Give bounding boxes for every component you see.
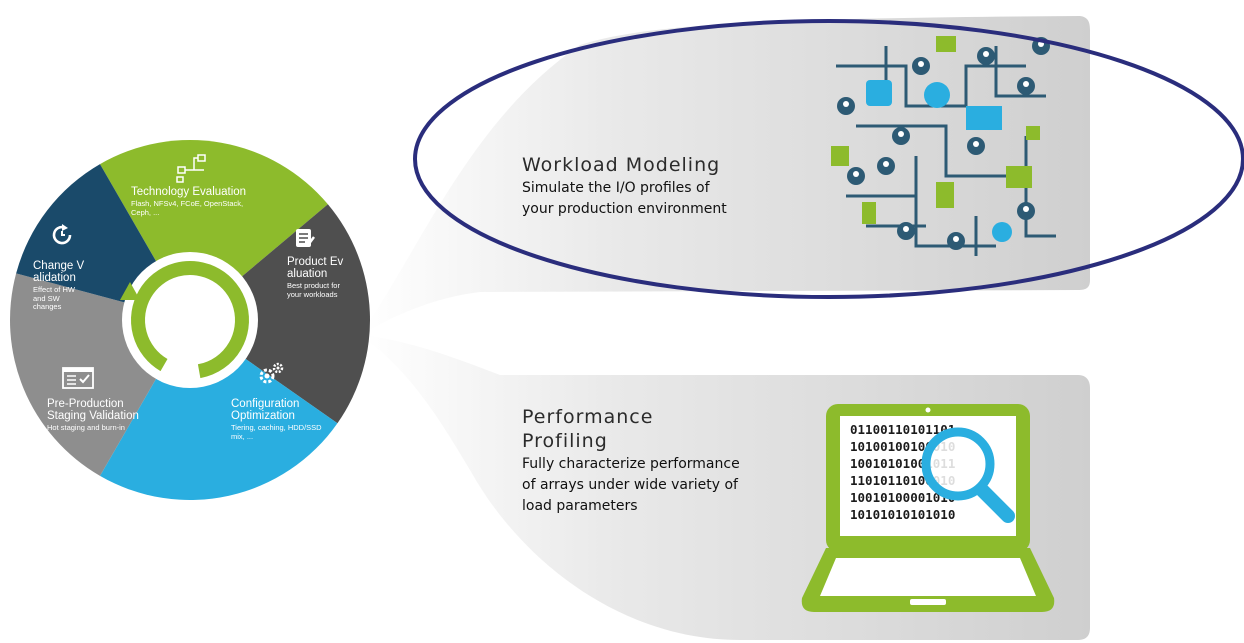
binary-line: 10101010101010 — [850, 507, 955, 522]
tablet-icon — [936, 182, 954, 208]
monitor-icon — [936, 36, 956, 52]
panel-performance-profiling: Performance Profiling Fully characterize… — [522, 406, 822, 517]
wheel-segment-technology-evaluation[interactable] — [100, 140, 328, 320]
panel-title: Performance — [522, 406, 654, 428]
person-head — [953, 236, 959, 242]
panel-workload-modeling: Workload Modeling Simulate the I/O profi… — [522, 154, 822, 220]
segment-description: Tiering, caching, HDD/SSD mix, ... — [231, 423, 322, 441]
person-head — [853, 171, 859, 177]
segment-title: Technology Evaluation — [131, 186, 247, 198]
network-nodes-icon — [176, 154, 206, 183]
wheel-segment-configuration-optimization[interactable] — [100, 320, 338, 500]
segment-title: Pre-Production Staging Validation — [47, 398, 139, 423]
segment-product-evaluation[interactable]: Product Evaluation Best product for your… — [287, 256, 347, 299]
gears-icon — [259, 362, 284, 384]
binary-line: 10010100001010 — [850, 490, 955, 505]
segment-change-validation[interactable]: Change Validation Effect of HW and SW ch… — [33, 260, 85, 312]
segment-pre-production-staging-validation[interactable]: Pre-Production Staging Validation Hot st… — [47, 398, 177, 433]
checklist-document-icon — [296, 229, 315, 247]
connected-network-illustration — [831, 36, 1056, 256]
laptop-icon — [966, 106, 1002, 130]
mobile-icon — [862, 202, 876, 224]
segment-configuration-optimization[interactable]: Configuration Optimization Tiering, cach… — [231, 398, 326, 441]
person-head — [843, 101, 849, 107]
segment-description: Best product for your workloads — [287, 281, 340, 299]
laptop-binary-magnifier-illustration: 0110011010110110100100100010100101010010… — [801, 404, 1055, 612]
person-head — [983, 51, 989, 57]
segment-description: Effect of HW and SW changes — [33, 285, 75, 312]
person-head — [1023, 81, 1029, 87]
person-head — [883, 161, 889, 167]
person-head — [1038, 41, 1044, 47]
panel-title: Workload Modeling — [522, 154, 721, 176]
segment-title: Configuration Optimization — [231, 398, 300, 423]
antenna-icon — [992, 222, 1012, 242]
person-head — [1023, 206, 1029, 212]
binary-line: 01100110101101 — [850, 422, 955, 437]
checklist-window-icon — [62, 367, 94, 389]
phone-icon — [866, 80, 892, 106]
cycle-arrow-icon — [120, 261, 250, 379]
panel-description-line: load parameters — [522, 497, 638, 514]
wheel-segment-product-evaluation[interactable] — [190, 204, 370, 424]
segment-description: Hot staging and burn-in — [47, 423, 125, 433]
person-head — [898, 131, 904, 137]
panel-description-line: Fully characterize performance — [522, 455, 740, 472]
segment-title: Change Validation — [33, 260, 85, 285]
wifi-icon — [1006, 166, 1032, 188]
panel-description-line: of arrays under wide variety of — [522, 476, 738, 493]
person-head — [918, 61, 924, 67]
panel-description-line: Simulate the I/O profiles of — [522, 179, 710, 196]
clock-refresh-icon — [52, 224, 72, 245]
share-icon — [924, 82, 950, 108]
person-head — [973, 141, 979, 147]
panel-description-line: your production environment — [522, 200, 727, 217]
cart-icon — [1026, 126, 1040, 140]
person-head — [903, 226, 909, 232]
panel-title: Profiling — [522, 429, 608, 452]
notes-icon — [831, 146, 849, 166]
segment-description: Flash, NFSv4, FCoE, OpenStack, Ceph, ... — [131, 199, 244, 217]
segment-technology-evaluation[interactable]: Technology Evaluation Flash, NFSv4, FCoE… — [131, 186, 291, 217]
segment-title: Product Evaluation — [287, 256, 344, 281]
